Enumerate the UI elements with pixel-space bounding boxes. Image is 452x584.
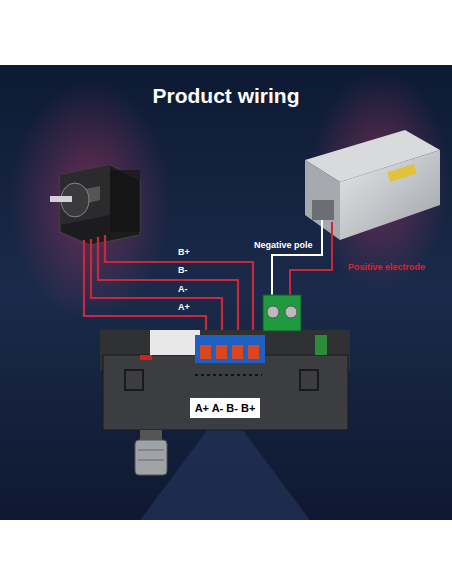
signal-label: A-	[178, 284, 188, 294]
background	[0, 65, 452, 520]
signal-label: B-	[178, 265, 188, 275]
pole-label: Positive electrode	[348, 262, 425, 272]
signal-label: B+	[178, 247, 190, 257]
pole-label: Negative pole	[254, 240, 313, 250]
terminal-label-box: A+ A- B- B+	[190, 398, 260, 418]
diagram-title: Product wiring	[0, 84, 452, 108]
controller-board	[100, 295, 350, 475]
stepper-motor	[50, 165, 140, 245]
motor-wires	[84, 235, 253, 345]
power-wires	[272, 220, 332, 300]
terminal-label: A+ A- B- B+	[192, 402, 259, 414]
signal-label: A+	[178, 302, 190, 312]
power-supply	[305, 130, 440, 240]
